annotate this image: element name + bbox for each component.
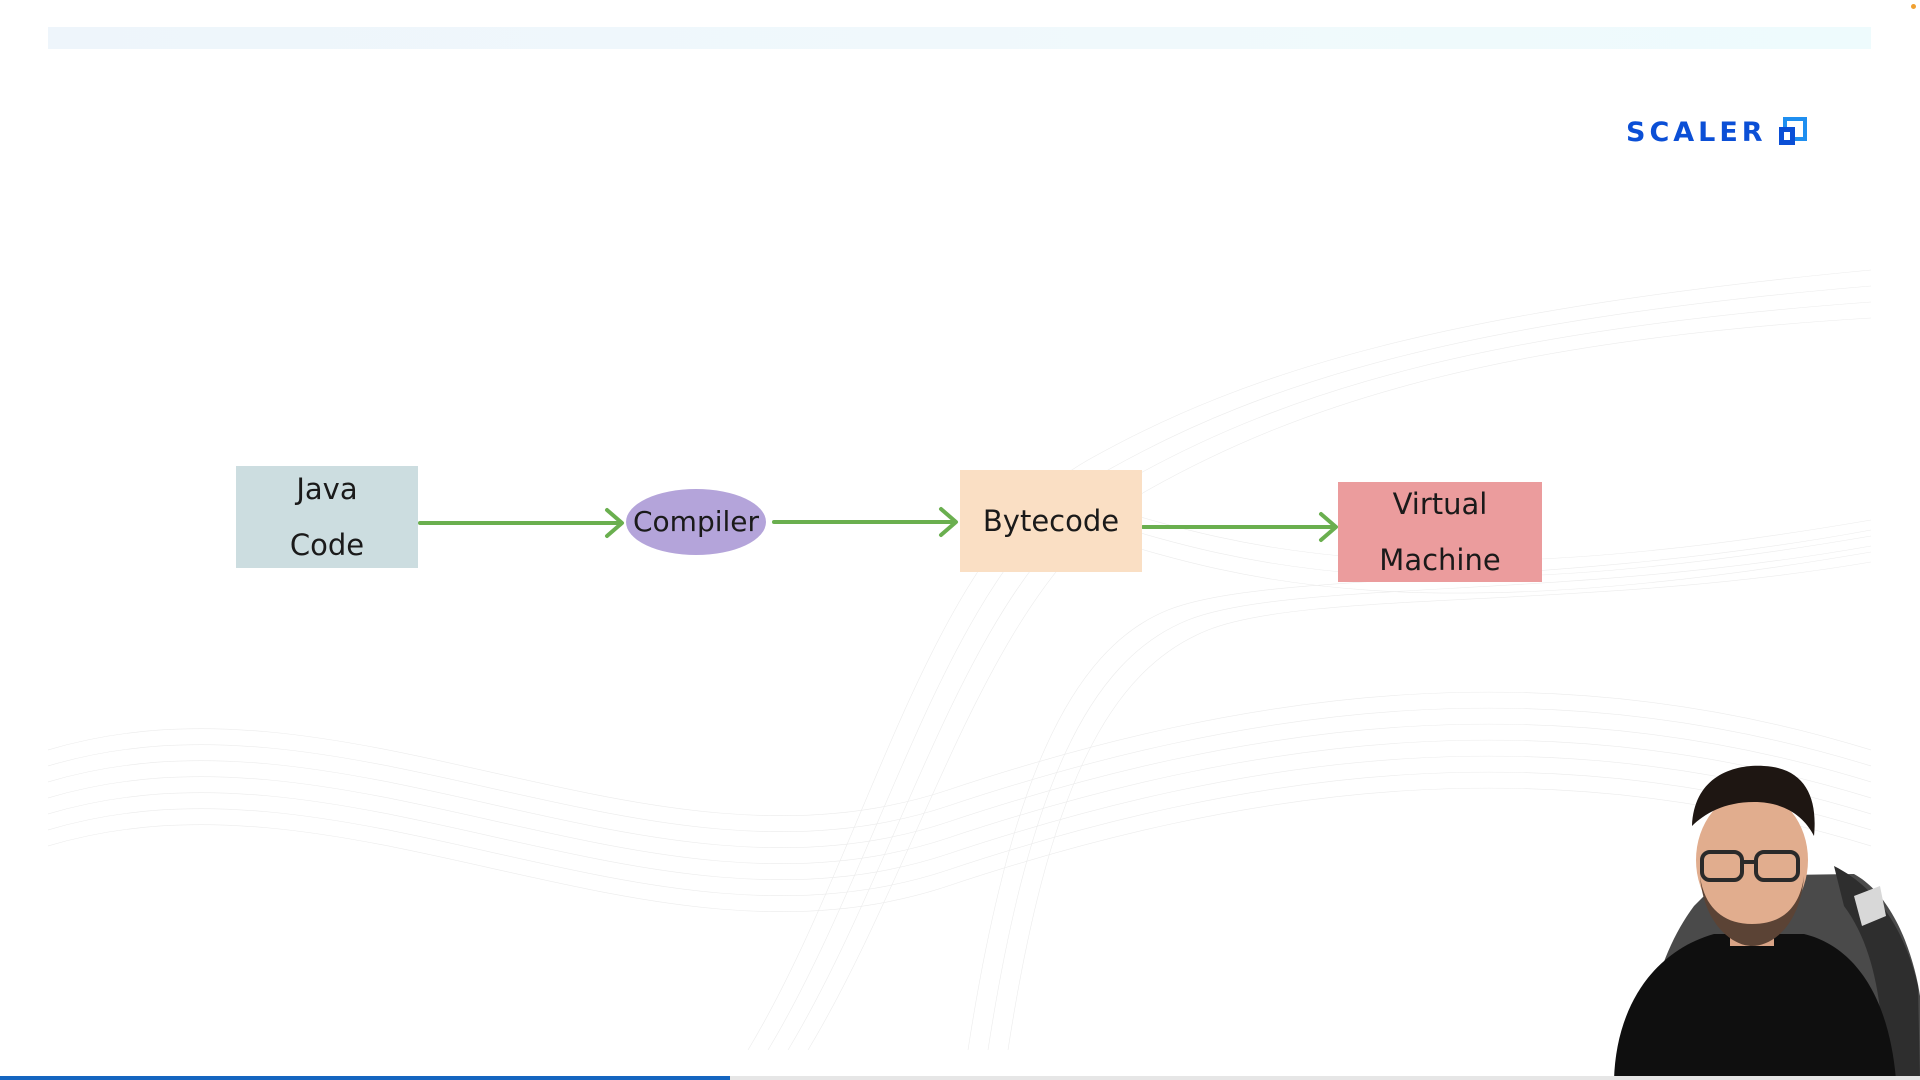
node-virtual-machine-line-1: Virtual [1392,487,1488,521]
node-compiler-label: Compiler [632,505,760,538]
corner-indicator-dot [1911,4,1916,9]
node-bytecode-label: Bytecode [982,504,1120,538]
scaler-logo: SCALER [1626,112,1807,152]
node-virtual-machine-line-2: Machine [1379,543,1501,577]
video-progress-fill [0,1076,730,1080]
scaler-logo-icon [1778,117,1807,145]
node-bytecode: Bytecode [960,470,1142,572]
node-java-code: Java Code [236,466,418,568]
presenter-webcam-icon [1614,765,1920,1080]
node-java-code-line-2: Code [289,528,365,562]
video-progress-bar[interactable] [0,1076,1920,1080]
node-java-code-line-1: Java [296,472,358,506]
decorative-wave-background [48,269,1871,1050]
slide-header-band [48,27,1871,49]
node-compiler: Compiler [626,489,766,555]
scaler-logo-text: SCALER [1626,116,1767,148]
node-virtual-machine: Virtual Machine [1338,482,1542,582]
